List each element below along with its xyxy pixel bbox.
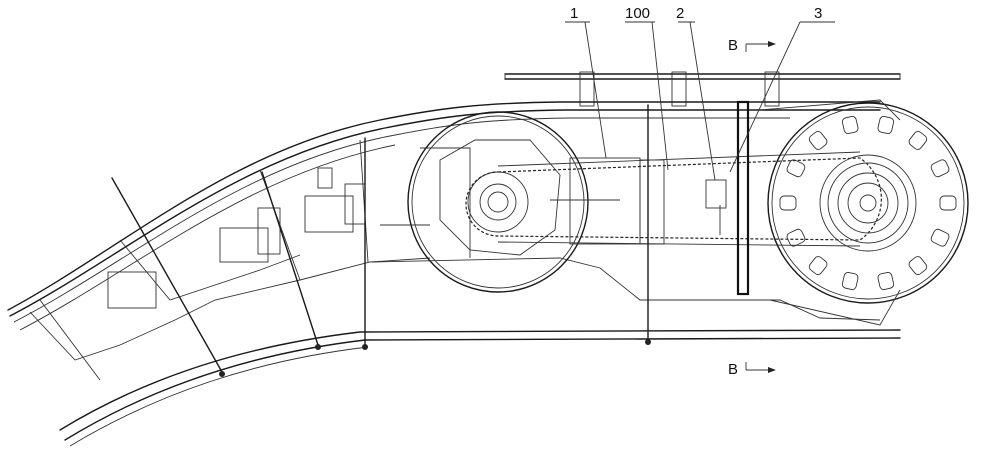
sprocket-pad [877, 271, 895, 291]
sprocket-pad [779, 195, 797, 211]
sprocket-pad [841, 115, 859, 135]
section-rods [111, 104, 651, 377]
sprocket-pad [786, 159, 806, 178]
frame-upper [7, 101, 881, 331]
top-rail [504, 71, 901, 107]
label-part-2: 2 [676, 5, 684, 22]
drive-disc [407, 111, 589, 293]
section-arrow-top [745, 41, 776, 52]
vertical-bracket [736, 100, 750, 296]
label-part-1: 1 [570, 5, 578, 22]
sprocket-pad [808, 256, 828, 275]
sprocket-pad [930, 159, 950, 178]
sprocket-pad [877, 115, 895, 135]
label-part-3: 3 [814, 5, 822, 22]
label-section-bottom: B [728, 361, 738, 378]
sprocket-wheel [759, 99, 969, 326]
label-part-100: 100 [625, 5, 650, 22]
sprocket-pad [908, 256, 928, 275]
section-arrow-bottom [745, 362, 776, 373]
frame-lower [59, 329, 901, 447]
chain-drive [465, 151, 882, 247]
sprocket-pad [786, 228, 806, 247]
sprocket-pad [908, 131, 928, 150]
sprocket-pad [808, 131, 828, 150]
body-plates [29, 139, 881, 381]
sprocket-pad [939, 195, 957, 211]
leader-lines [565, 21, 835, 181]
sprocket-pad [930, 228, 950, 247]
label-section-top: B [728, 37, 738, 54]
sprocket-pad [841, 271, 859, 291]
sprocket-teeth [779, 115, 957, 291]
